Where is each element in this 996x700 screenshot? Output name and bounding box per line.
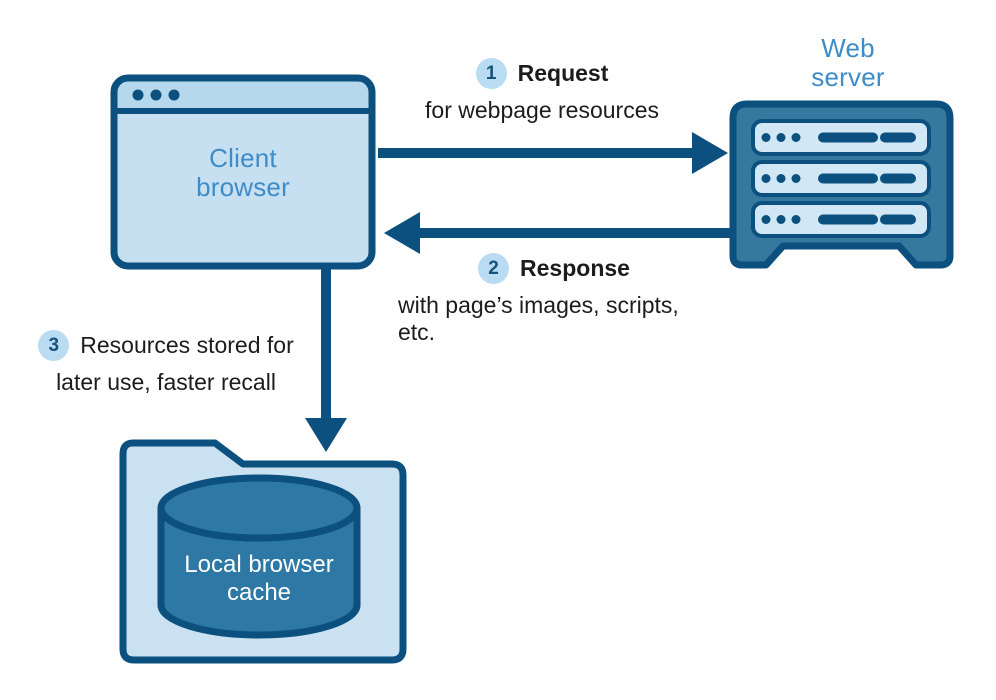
client-browser-label: Client browser bbox=[114, 144, 372, 202]
step-response-subtitle: with page’s images, scripts, etc. bbox=[398, 292, 679, 345]
browser-frame bbox=[110, 74, 376, 270]
client-browser-label-line1: Client bbox=[209, 143, 277, 173]
local-cache-label: Local browser cache bbox=[161, 551, 357, 607]
server-rack-unit bbox=[751, 119, 931, 156]
step-number-badge: 1 bbox=[475, 58, 507, 89]
step-response-heading: 2 Response bbox=[478, 253, 630, 284]
step-request-title: Request bbox=[517, 60, 609, 86]
step-request: 1 Request for webpage resources bbox=[397, 58, 687, 124]
step-store: 3 Resources stored for later use, faster… bbox=[16, 330, 316, 396]
step-request-heading: 1 Request bbox=[475, 58, 609, 89]
response-arrow-icon bbox=[384, 212, 733, 254]
server-rack-unit bbox=[751, 160, 931, 197]
step-store-title: Resources stored for bbox=[80, 332, 294, 358]
local-cache-label-line2: cache bbox=[226, 579, 292, 606]
step-request-subtitle: for webpage resources bbox=[425, 97, 659, 123]
step-response-title: Response bbox=[520, 255, 630, 281]
store-arrow-icon bbox=[305, 263, 347, 452]
step-response: 2 Response with page’s images, scripts, … bbox=[398, 253, 710, 346]
request-arrow-icon bbox=[378, 132, 728, 174]
web-server-label-line1: Web bbox=[821, 33, 875, 63]
web-server-label: Web server bbox=[748, 34, 948, 92]
step-store-heading: 3 Resources stored for bbox=[38, 330, 294, 361]
browser-window-icon bbox=[110, 74, 376, 270]
server-icon bbox=[729, 100, 954, 269]
browser-dots-icon bbox=[132, 89, 180, 101]
client-browser-label-line2: browser bbox=[196, 172, 290, 202]
step-number-badge: 2 bbox=[478, 253, 510, 284]
browser-body bbox=[117, 111, 369, 263]
local-cache-label-line1: Local browser bbox=[184, 551, 334, 578]
server-rack-unit bbox=[751, 201, 931, 238]
step-store-subtitle: later use, faster recall bbox=[56, 369, 276, 395]
database-top bbox=[157, 474, 361, 542]
web-server-label-line2: server bbox=[811, 62, 885, 92]
database-icon bbox=[157, 474, 361, 639]
step-number-badge: 3 bbox=[38, 330, 70, 361]
